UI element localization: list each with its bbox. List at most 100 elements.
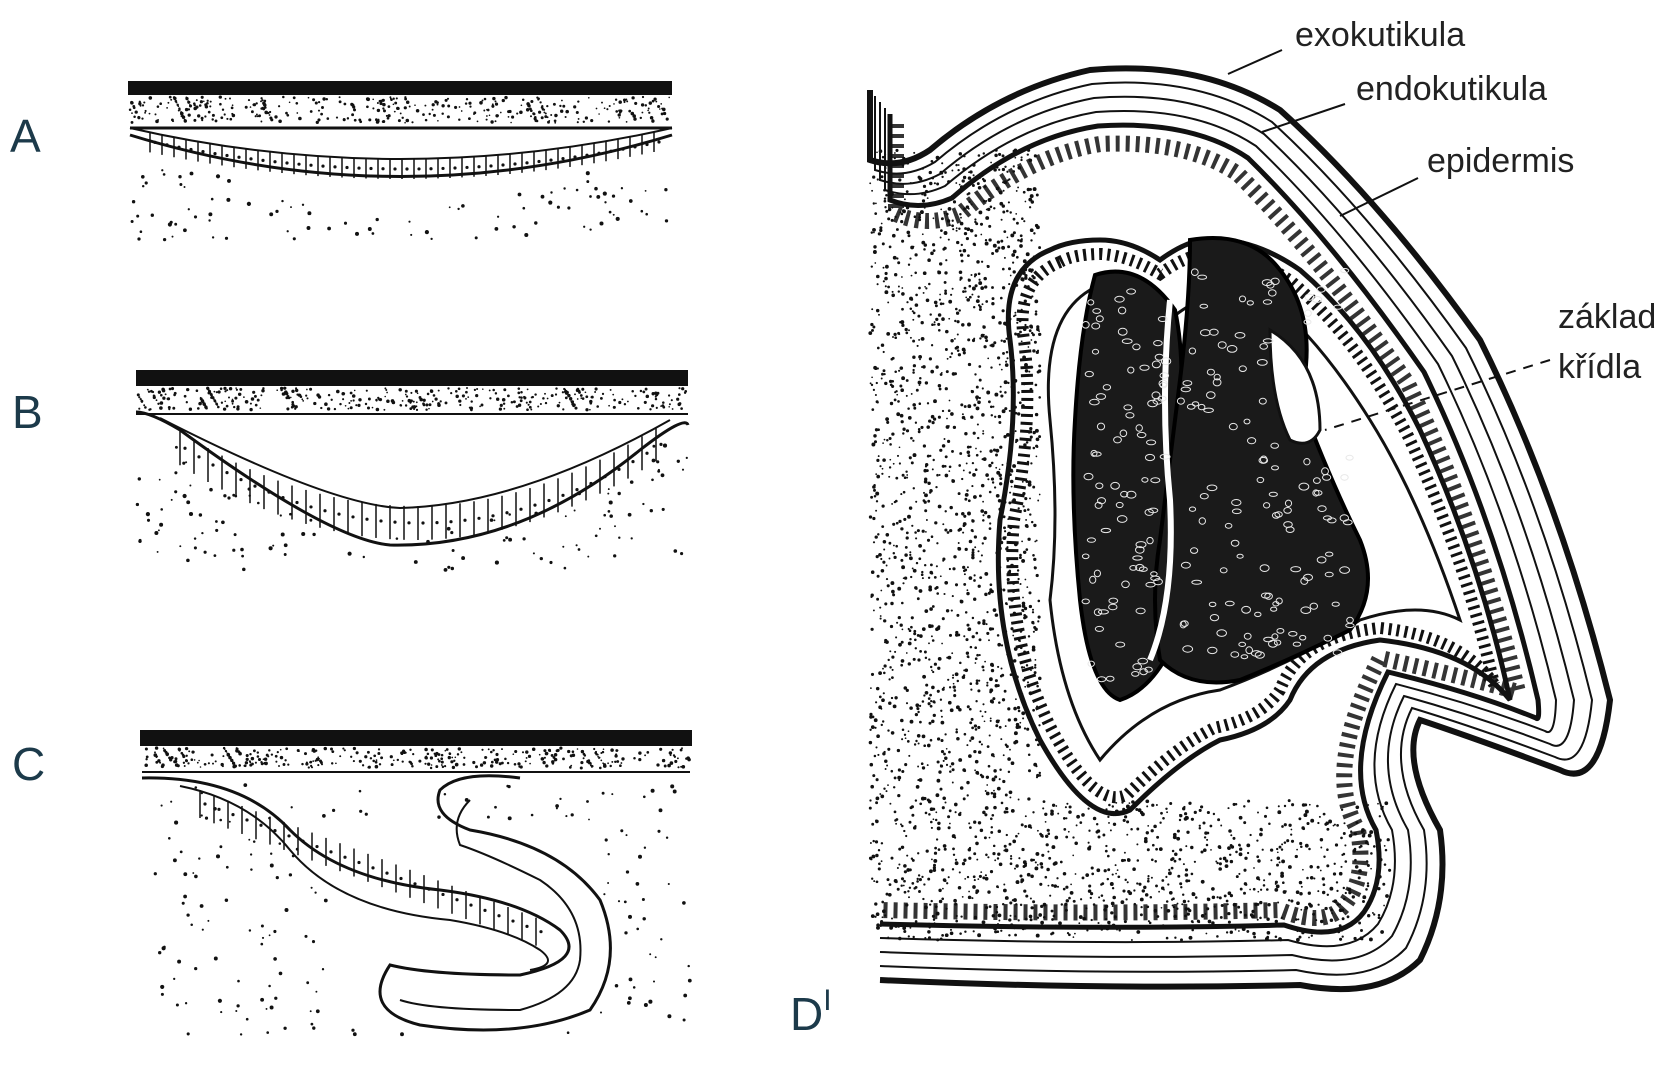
stipple-dot bbox=[229, 118, 232, 121]
stipple-dot bbox=[197, 114, 200, 117]
stipple-dot bbox=[1035, 659, 1037, 661]
stipple-dot bbox=[200, 100, 203, 103]
stipple-dot bbox=[1344, 844, 1346, 846]
cell-nucleus bbox=[427, 888, 430, 891]
stipple-dot bbox=[985, 854, 988, 857]
stipple-dot bbox=[871, 823, 874, 826]
stipple-dot bbox=[999, 364, 1001, 366]
stipple-dot bbox=[276, 389, 278, 391]
stipple-dot bbox=[928, 624, 930, 626]
stipple-dot bbox=[301, 763, 303, 765]
stipple-dot bbox=[252, 104, 254, 106]
stipple-dot bbox=[194, 759, 196, 761]
stipple-dot bbox=[1029, 206, 1031, 208]
stipple-dot bbox=[1017, 186, 1019, 188]
stipple-dot bbox=[952, 220, 954, 222]
stipple-dot bbox=[911, 805, 914, 808]
stipple-dot bbox=[1147, 825, 1149, 827]
stipple-dot bbox=[991, 286, 994, 289]
cell-nucleus bbox=[519, 508, 522, 511]
stipple-dot bbox=[1383, 905, 1385, 907]
stipple-dot bbox=[1207, 811, 1210, 814]
stipple-dot bbox=[986, 776, 989, 779]
stipple-dot bbox=[927, 500, 930, 503]
stipple-dot bbox=[890, 625, 893, 628]
stipple-dot bbox=[869, 799, 871, 801]
stipple-dot bbox=[529, 763, 531, 765]
stipple-dot bbox=[205, 407, 208, 410]
stipple-dot bbox=[898, 290, 900, 292]
stipple-dot bbox=[1179, 848, 1182, 851]
stipple-dot bbox=[168, 837, 171, 840]
stipple-dot bbox=[1004, 690, 1007, 693]
stipple-dot bbox=[330, 748, 333, 751]
stipple-dot bbox=[919, 384, 921, 386]
stipple-dot bbox=[1259, 833, 1263, 837]
stipple-dot bbox=[978, 365, 981, 368]
stipple-dot bbox=[982, 519, 985, 522]
stipple-dot bbox=[641, 103, 644, 106]
stipple-dot bbox=[490, 764, 493, 767]
panel-d-label: DI bbox=[790, 984, 832, 1040]
stipple-dot bbox=[1239, 848, 1242, 851]
stipple-dot bbox=[563, 187, 565, 189]
stipple-dot bbox=[970, 682, 973, 685]
stipple-dot bbox=[184, 395, 187, 398]
stipple-dot bbox=[1088, 830, 1090, 832]
stipple-dot bbox=[929, 571, 933, 575]
stipple-dot bbox=[185, 759, 188, 762]
stipple-dot bbox=[1284, 805, 1286, 807]
stipple-dot bbox=[917, 734, 921, 738]
stipple-dot bbox=[938, 313, 942, 317]
stipple-dot bbox=[928, 658, 930, 660]
stipple-dot bbox=[589, 195, 592, 198]
stipple-dot bbox=[875, 394, 877, 396]
stipple-dot bbox=[927, 878, 930, 881]
stipple-dot bbox=[1155, 884, 1158, 887]
stipple-dot bbox=[1014, 868, 1016, 870]
stipple-dot bbox=[425, 403, 428, 406]
stipple-dot bbox=[283, 1027, 286, 1030]
stipple-dot bbox=[591, 766, 593, 768]
stipple-dot bbox=[953, 685, 956, 688]
stipple-dot bbox=[507, 110, 510, 113]
stipple-dot bbox=[962, 862, 965, 865]
stipple-dot bbox=[871, 308, 873, 310]
stipple-dot bbox=[901, 825, 904, 828]
stipple-dot bbox=[618, 113, 621, 116]
stipple-dot bbox=[1006, 210, 1009, 213]
stipple-dot bbox=[871, 376, 873, 378]
stipple-dot bbox=[1012, 262, 1014, 264]
stipple-dot bbox=[925, 684, 928, 687]
stipple-dot bbox=[899, 462, 901, 464]
stipple-dot bbox=[282, 96, 285, 99]
stipple-dot bbox=[876, 778, 879, 781]
stipple-dot bbox=[318, 110, 320, 112]
stipple-dot bbox=[605, 838, 608, 841]
stipple-dot bbox=[907, 515, 911, 519]
stipple-dot bbox=[880, 615, 882, 617]
stipple-dot bbox=[998, 321, 1002, 325]
stipple-dot bbox=[1070, 891, 1074, 895]
stipple-dot bbox=[963, 524, 966, 527]
stipple-dot bbox=[169, 758, 172, 761]
stipple-dot bbox=[940, 699, 942, 701]
cell-nucleus bbox=[201, 150, 204, 153]
stipple-dot bbox=[290, 206, 292, 208]
stipple-dot bbox=[178, 175, 181, 178]
stipple-dot bbox=[1002, 268, 1005, 271]
stipple-dot bbox=[674, 756, 676, 758]
stipple-dot bbox=[869, 515, 872, 518]
stipple-dot bbox=[991, 792, 994, 795]
stipple-dot bbox=[1063, 828, 1066, 831]
stipple-dot bbox=[1010, 275, 1012, 277]
stipple-dot bbox=[1091, 873, 1094, 876]
stipple-dot bbox=[609, 105, 611, 107]
stipple-dot bbox=[898, 643, 902, 647]
stipple-dot bbox=[305, 762, 308, 765]
cell-nucleus bbox=[491, 514, 494, 517]
stipple-dot bbox=[218, 999, 222, 1003]
stipple-dot bbox=[1001, 246, 1005, 250]
stipple-dot bbox=[993, 207, 995, 209]
stipple-dot bbox=[529, 406, 532, 409]
